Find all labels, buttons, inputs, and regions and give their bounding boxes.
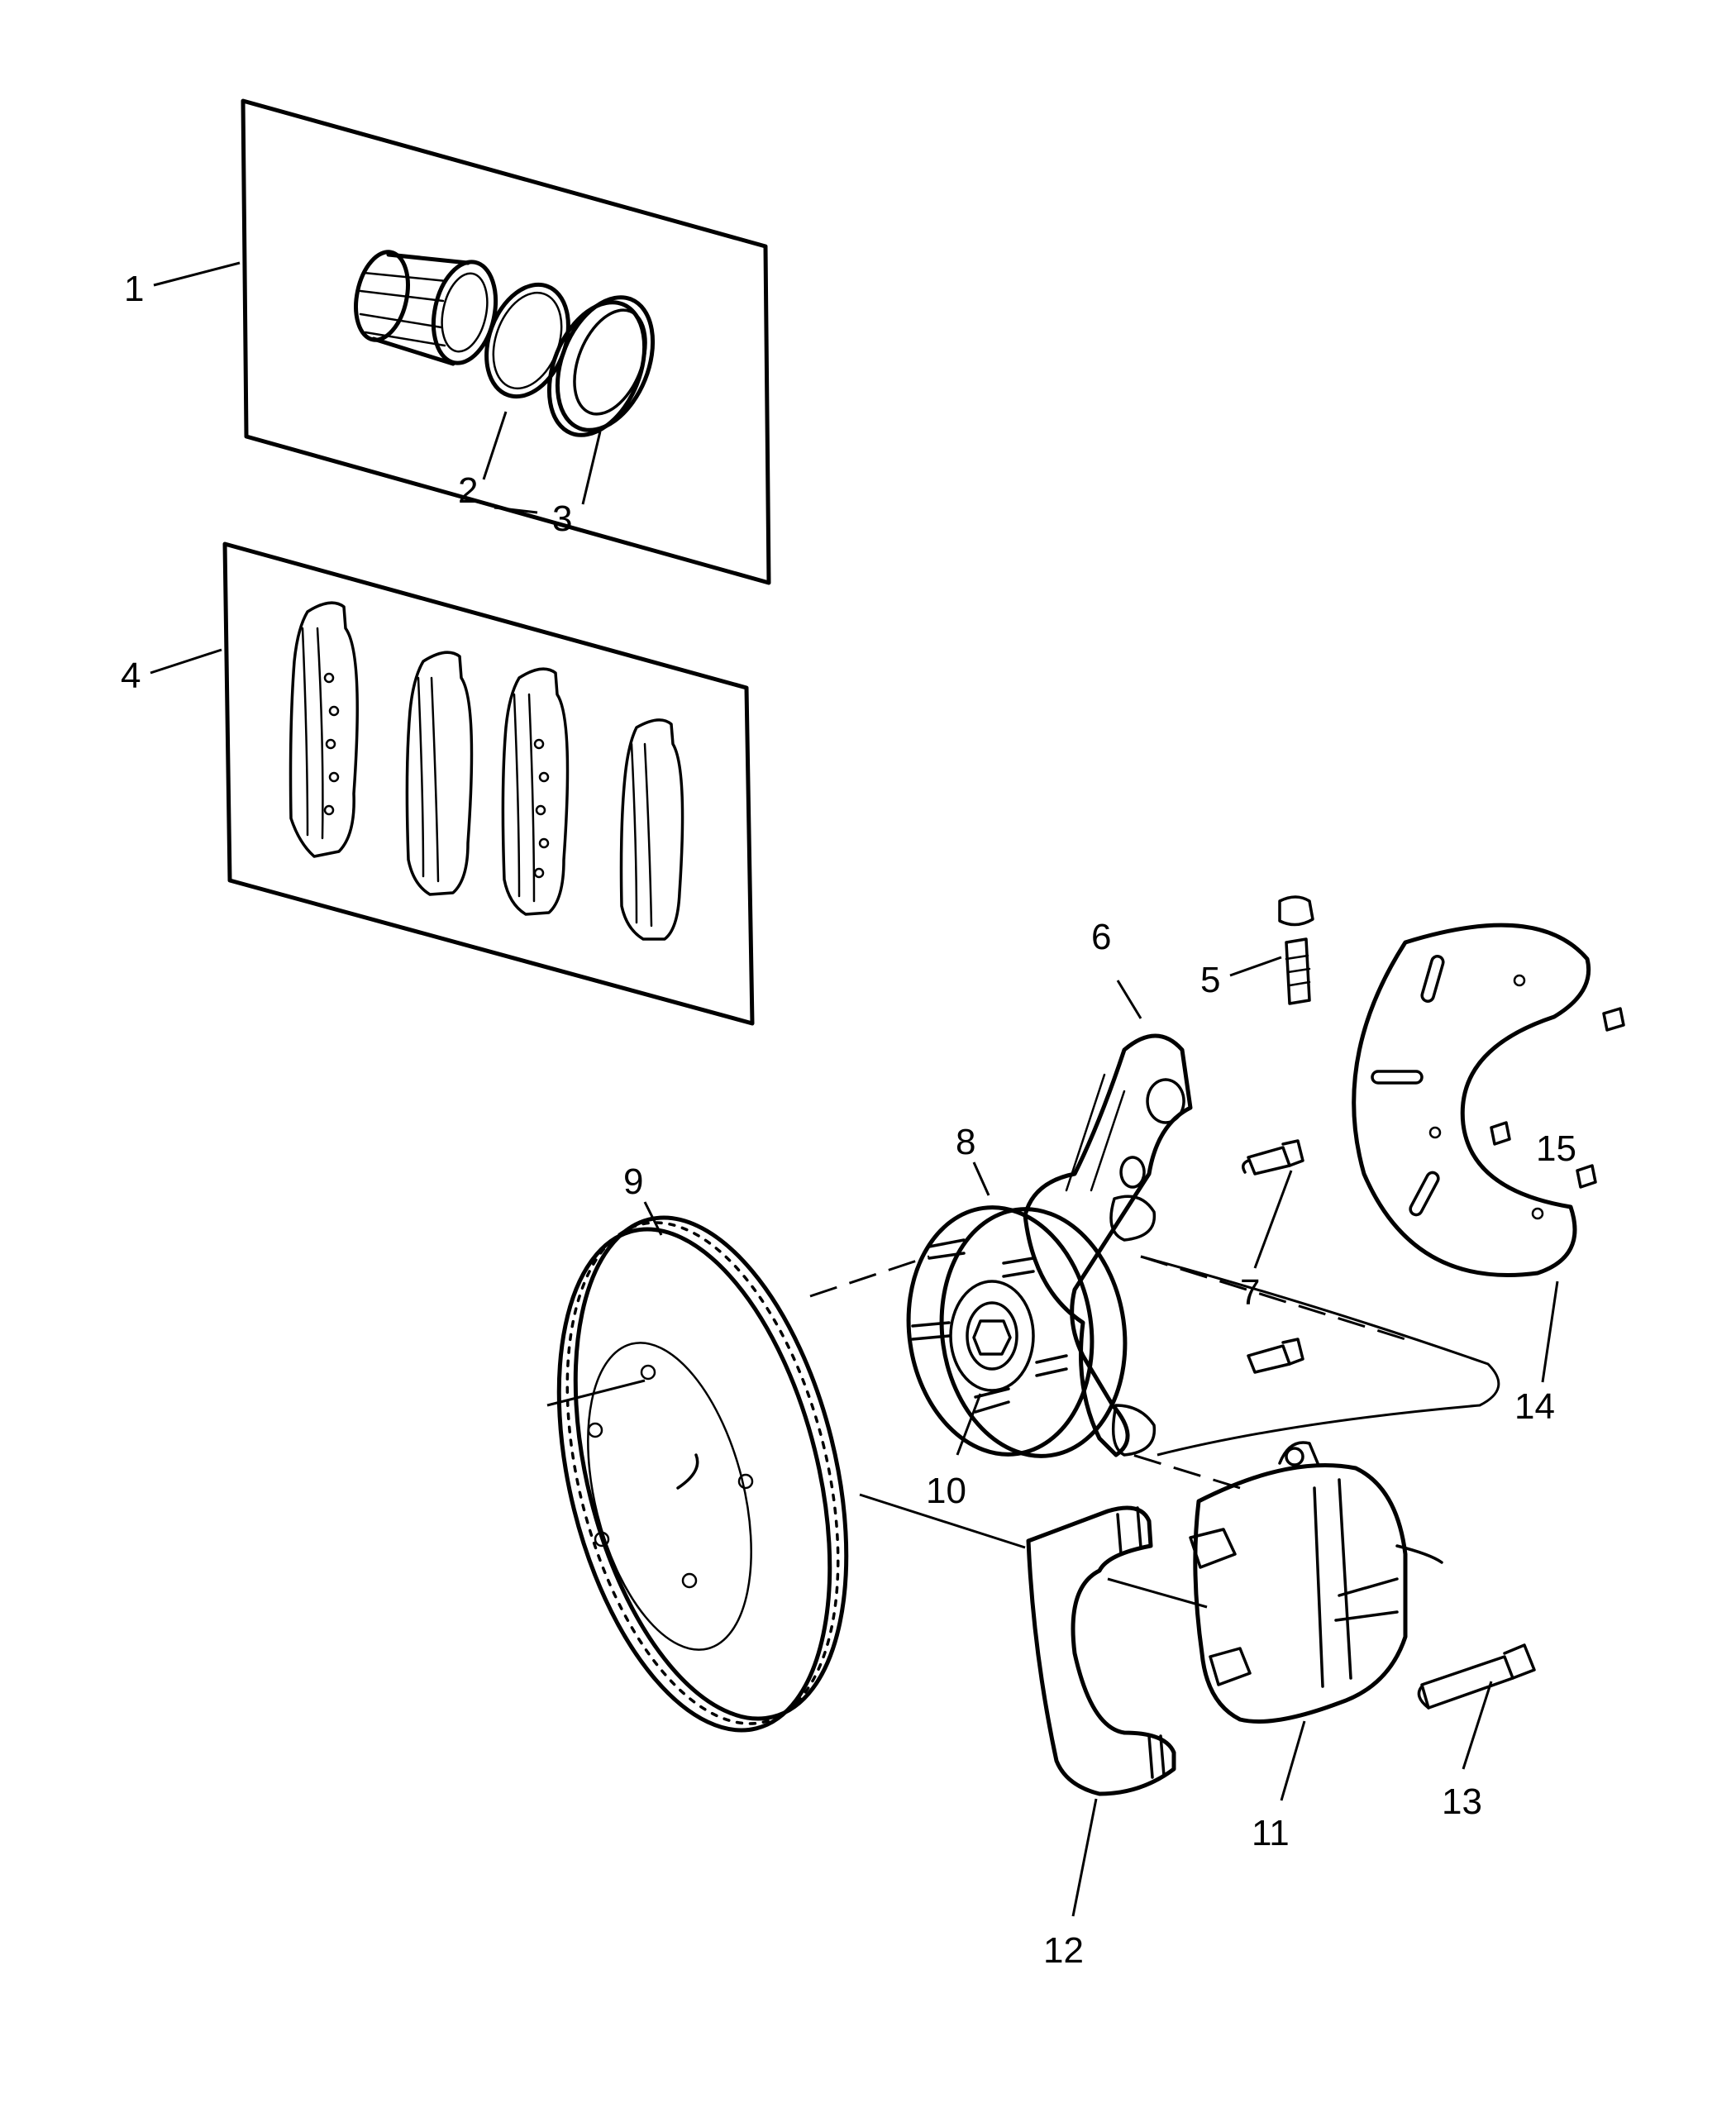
- hub-to-shield-line: [1140, 1255, 1406, 1341]
- brake-caliper: [1132, 1441, 1443, 1801]
- callout-11: 11: [1252, 1813, 1290, 1853]
- brake-pad-3: [501, 667, 570, 916]
- knuckle-bolts: [1242, 1139, 1304, 1374]
- brake-pad-1: [289, 601, 359, 858]
- bleeder-valve: [1229, 895, 1314, 1005]
- callout-12: 12: [1043, 1930, 1084, 1971]
- callout-6: 6: [1091, 917, 1111, 957]
- callout-2: 2: [458, 470, 478, 511]
- guide-pin-bolt: [1417, 1643, 1536, 1770]
- callout-8: 8: [956, 1122, 975, 1162]
- dust-boot: [546, 295, 656, 437]
- rotor-to-hub-line: [809, 1255, 930, 1298]
- callout-10: 10: [926, 1471, 966, 1511]
- callout-1: 1: [124, 269, 144, 309]
- piston-kit-panel: [153, 98, 771, 585]
- callouts: 1 2 3 4 5 6 7 8 9 10 11 12 13 14 15: [121, 269, 1576, 1971]
- callout-7: 7: [1240, 1272, 1260, 1313]
- callout-14: 14: [1514, 1386, 1555, 1427]
- callout-3: 3: [552, 498, 572, 539]
- brake-pad-kit-panel: [150, 541, 755, 1026]
- brake-pad-2: [405, 651, 474, 896]
- brake-pad-4: [619, 718, 684, 941]
- callout-13: 13: [1442, 1781, 1482, 1822]
- splash-shield: [1140, 923, 1625, 1457]
- callout-15: 15: [1536, 1128, 1576, 1169]
- callout-4: 4: [121, 656, 141, 696]
- brake-rotor: [546, 1201, 849, 1733]
- caliper-bracket: [859, 1493, 1208, 1917]
- piston: [354, 250, 498, 366]
- callout-9: 9: [623, 1161, 643, 1202]
- hub-and-knuckle: [906, 980, 1193, 1458]
- callout-5: 5: [1200, 960, 1220, 1000]
